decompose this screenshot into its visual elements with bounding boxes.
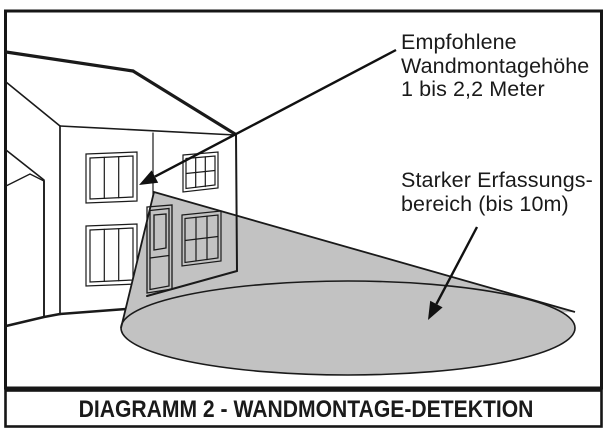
callout-detection-range: Starker Erfassungs- bereich (bis 10m) (401, 168, 593, 216)
front-lower-window (85, 223, 138, 287)
callout-mounting-height: Empfohlene Wandmontagehöhe 1 bis 2,2 Met… (401, 30, 590, 101)
arrow-mounting-height (139, 48, 397, 185)
figure-caption: DIAGRAMM 2 - WANDMONTAGE-DETEKTION (78, 396, 534, 423)
arrowhead-icon (428, 300, 443, 320)
side-upper-window (182, 151, 219, 193)
house-illustration (4, 50, 237, 328)
arrowhead-icon (139, 170, 159, 185)
caption-box (4, 389, 603, 428)
ground-line (4, 307, 128, 328)
side-wall-base (146, 270, 238, 297)
detection-cone-outline (120, 190, 576, 329)
arrow-detection-range (428, 226, 479, 320)
house-right-corner (235, 133, 238, 272)
house-details-over-cone (146, 133, 238, 297)
diagram-frame (4, 9, 603, 390)
garage (5, 149, 45, 318)
front-upper-window (85, 151, 138, 204)
detection-ellipse (121, 281, 575, 375)
callout-arrows (139, 48, 479, 320)
detection-area (120, 190, 576, 376)
roof (4, 50, 237, 136)
side-lower-window (181, 210, 222, 267)
